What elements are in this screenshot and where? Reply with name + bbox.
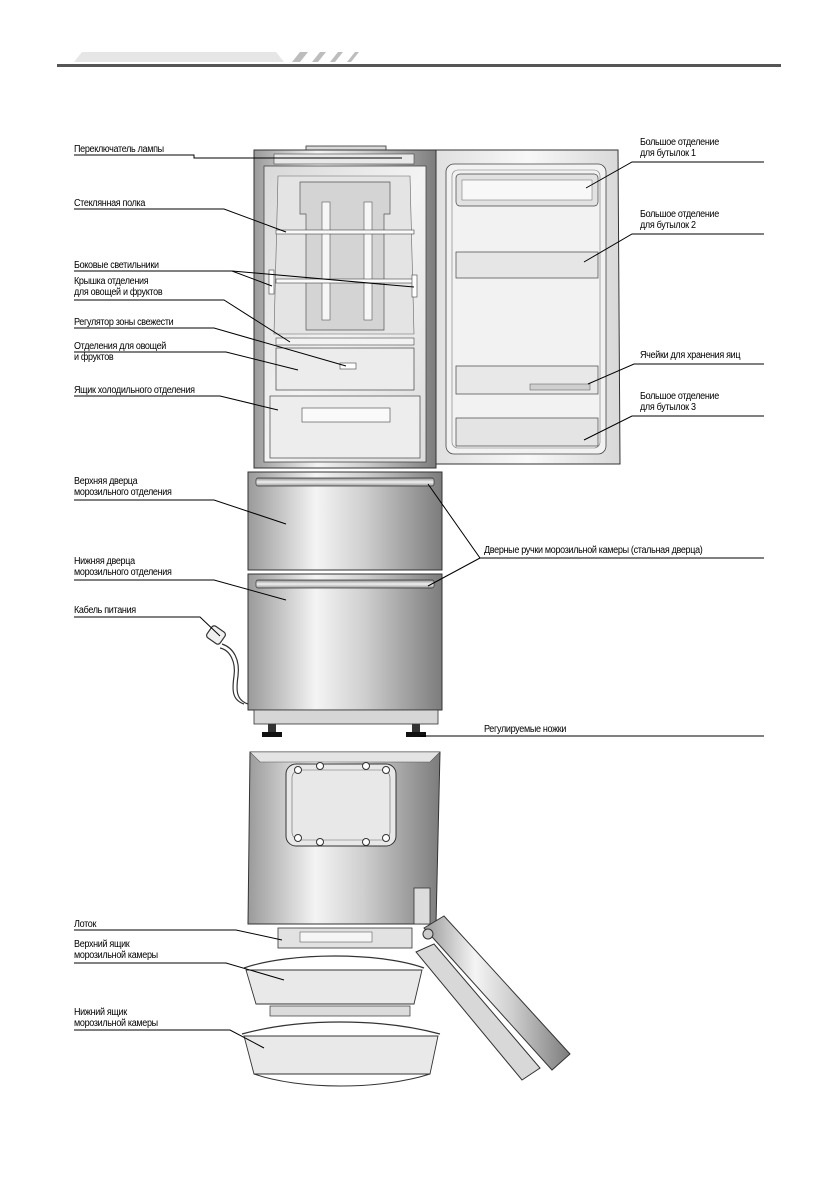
open-fridge-door bbox=[436, 150, 620, 464]
label-upper-freezer-drawer: Верхний ящик морозильной камеры bbox=[74, 939, 158, 961]
power-cable bbox=[205, 625, 248, 704]
label-crisper: Отделения для овощей и фруктов bbox=[74, 341, 166, 363]
label-lower-freezer-drawer: Нижний ящик морозильной камеры bbox=[74, 1007, 158, 1029]
label-side-lights: Боковые светильники bbox=[74, 260, 159, 271]
label-adjustable-feet: Регулируемые ножки bbox=[484, 724, 566, 735]
label-lamp-switch: Переключатель лампы bbox=[74, 144, 164, 155]
label-door-bin-2: Большое отделение для бутылок 2 bbox=[640, 209, 719, 231]
label-chiller-drawer: Ящик холодильного отделения bbox=[74, 385, 195, 396]
label-crisper-cover: Крышка отделения для овощей и фруктов bbox=[74, 276, 162, 298]
label-door-bin-3: Большое отделение для бутылок 3 bbox=[640, 391, 719, 413]
label-door-bin-1: Большое отделение для бутылок 1 bbox=[640, 137, 719, 159]
fridge-compartment bbox=[254, 146, 436, 468]
freezer-doors bbox=[248, 472, 442, 737]
header-decoration bbox=[57, 52, 781, 67]
label-freezer-handles: Дверные ручки морозильной камеры (стальн… bbox=[484, 545, 702, 556]
label-power-cable: Кабель питания bbox=[74, 605, 136, 616]
label-tray: Лоток bbox=[74, 919, 96, 930]
freezer-open-view bbox=[242, 752, 570, 1086]
label-upper-freezer-door: Верхняя дверца морозильного отделения bbox=[74, 476, 172, 498]
label-egg-tray: Ячейки для хранения яиц bbox=[640, 350, 740, 361]
label-lower-freezer-door: Нижняя дверца морозильного отделения bbox=[74, 556, 172, 578]
label-freshness-regulator: Регулятор зоны свежести bbox=[74, 317, 173, 328]
label-glass-shelf: Стеклянная полка bbox=[74, 198, 145, 209]
